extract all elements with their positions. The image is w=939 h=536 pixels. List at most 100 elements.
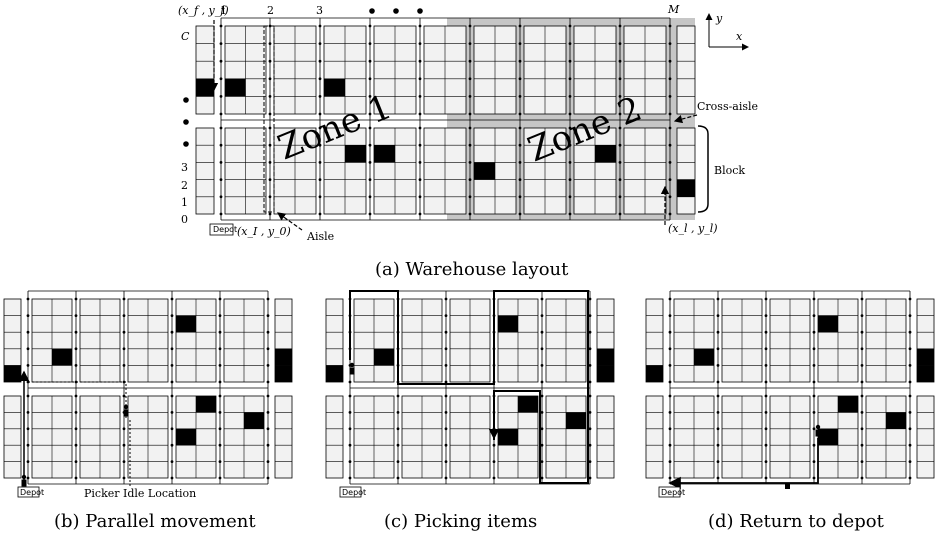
item-location	[196, 396, 216, 413]
item-location	[244, 412, 264, 429]
ellipsis-dot	[369, 8, 375, 14]
aisle-node	[74, 330, 78, 334]
aisle-node	[418, 77, 422, 81]
depot-label: Depot	[661, 488, 685, 497]
aisle-node	[348, 411, 352, 414]
aisle-node	[518, 178, 522, 182]
aisle-node	[268, 178, 272, 182]
aisle-node	[266, 314, 270, 317]
aisle-node	[668, 212, 672, 216]
aisle-node	[618, 59, 622, 63]
aisle-node	[26, 297, 30, 301]
item-location	[595, 145, 616, 163]
aisle-node	[518, 112, 522, 116]
item-location	[176, 428, 196, 446]
aisle-node	[444, 460, 448, 463]
aisle-node	[908, 411, 912, 414]
aisle-node	[122, 297, 126, 301]
aisle-node	[716, 394, 720, 398]
panel-c-shelves	[325, 298, 615, 479]
aisle-node	[170, 443, 174, 447]
aisle-node	[716, 427, 720, 431]
aisle-node	[468, 77, 472, 81]
aisle-node	[122, 394, 126, 398]
aisle-node	[668, 77, 672, 81]
aisle-node	[540, 476, 544, 480]
aisle-node	[444, 297, 448, 301]
aisle-node	[368, 212, 372, 216]
aisle-node	[764, 314, 768, 317]
aisle-node	[618, 126, 622, 130]
aisle-node	[468, 112, 472, 116]
aisle-node	[318, 95, 322, 98]
depot-box	[658, 486, 681, 498]
aisle-node	[668, 95, 672, 98]
aisle-node	[568, 178, 572, 182]
cart-icon	[785, 483, 790, 489]
aisle-node	[860, 380, 864, 384]
aisle-node	[318, 143, 322, 147]
aisle-node	[444, 427, 448, 431]
aisle-node	[668, 411, 672, 414]
aisle-node	[860, 443, 864, 447]
aisle-node	[860, 314, 864, 317]
aisle-node	[218, 314, 222, 317]
aisle-node	[74, 443, 78, 447]
aisle-node	[368, 161, 372, 164]
aisle-node	[764, 443, 768, 447]
item-location	[196, 78, 214, 97]
aisle-node	[170, 314, 174, 317]
aisle-node	[764, 476, 768, 480]
shelf-block	[676, 25, 696, 115]
item-location	[176, 315, 196, 333]
ellipsis-dot	[393, 8, 399, 14]
aisle-node	[588, 364, 592, 367]
aisle-node	[266, 364, 270, 367]
aisle-node	[268, 161, 272, 164]
aisle-number-2: 2	[267, 4, 274, 17]
aisle-node	[444, 330, 448, 334]
aisle-node	[812, 380, 816, 384]
aisle-node	[908, 394, 912, 398]
block-label: Block	[714, 164, 745, 177]
aisle-node	[218, 394, 222, 398]
aisle-node	[418, 212, 422, 216]
aisle-node	[668, 59, 672, 63]
aisle-node	[588, 380, 592, 384]
aisle-node	[348, 380, 352, 384]
panel-b-shelves	[3, 298, 293, 479]
aisle-node	[368, 77, 372, 81]
aisle-node	[268, 95, 272, 98]
aisle-node	[860, 297, 864, 301]
aisle-node	[540, 364, 544, 367]
aisle-node	[668, 314, 672, 317]
aisle-node	[668, 380, 672, 384]
aisle-node	[74, 364, 78, 367]
aisle-node	[716, 364, 720, 367]
item-location	[597, 365, 614, 382]
aisle-node	[588, 394, 592, 398]
aisle-node	[540, 427, 544, 431]
item-location	[597, 348, 614, 366]
aisle-node	[908, 427, 912, 431]
aisle-node	[444, 443, 448, 447]
aisle-node	[668, 330, 672, 334]
aisle-node	[812, 476, 816, 480]
item-location	[917, 365, 934, 382]
aisle-node	[518, 42, 522, 45]
depot-label: Depot	[20, 488, 44, 497]
aisle-node	[368, 42, 372, 45]
aisle-node	[716, 314, 720, 317]
aisle-node	[74, 427, 78, 431]
item-location	[498, 428, 518, 446]
aisle-node	[468, 126, 472, 130]
aisle-node	[74, 411, 78, 414]
item-location	[52, 348, 72, 366]
aisle-node	[568, 195, 572, 199]
item-location	[818, 428, 838, 446]
item-location	[326, 365, 343, 382]
aisle-node	[444, 476, 448, 480]
aisle-node	[860, 364, 864, 367]
aisle-node	[764, 364, 768, 367]
